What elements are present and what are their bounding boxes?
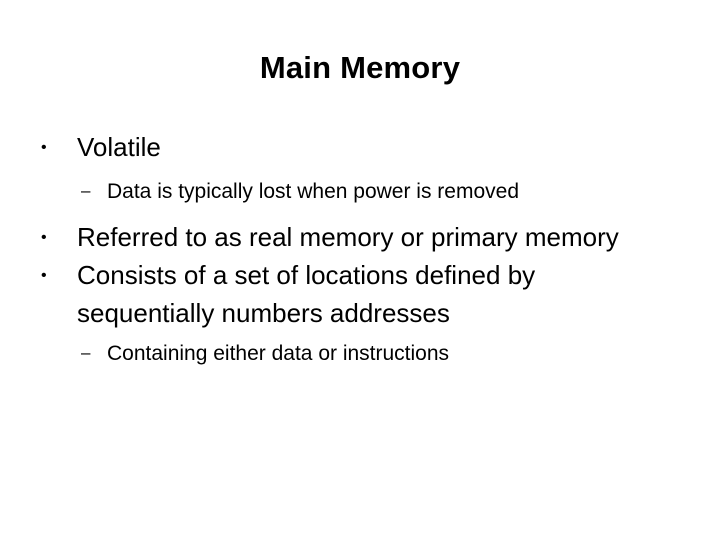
list-item-text: Volatile: [77, 132, 161, 162]
bullet-list: • Volatile – Data is typically lost when…: [36, 128, 692, 370]
list-item: – Containing either data or instructions: [77, 338, 692, 370]
list-item: – Data is typically lost when power is r…: [77, 176, 692, 208]
dot-bullet-icon: •: [41, 267, 47, 284]
list-item-text: Referred to as real memory or primary me…: [77, 222, 619, 252]
list-item: • Referred to as real memory or primary …: [36, 218, 692, 256]
dot-bullet-icon: •: [41, 229, 47, 246]
list-item-text: Consists of a set of locations defined b…: [77, 260, 536, 328]
dash-bullet-icon: –: [81, 343, 91, 362]
spacer: [36, 208, 692, 218]
dash-bullet-icon: –: [81, 181, 91, 200]
spacer: [36, 166, 692, 176]
page-title: Main Memory: [259, 50, 461, 85]
list-item: • Volatile: [36, 128, 692, 166]
list-item-text: Containing either data or instructions: [107, 342, 450, 365]
list-item-text: Data is typically lost when power is rem…: [107, 180, 520, 203]
dot-bullet-icon: •: [41, 139, 47, 156]
list-item: • Consists of a set of locations defined…: [36, 256, 692, 332]
